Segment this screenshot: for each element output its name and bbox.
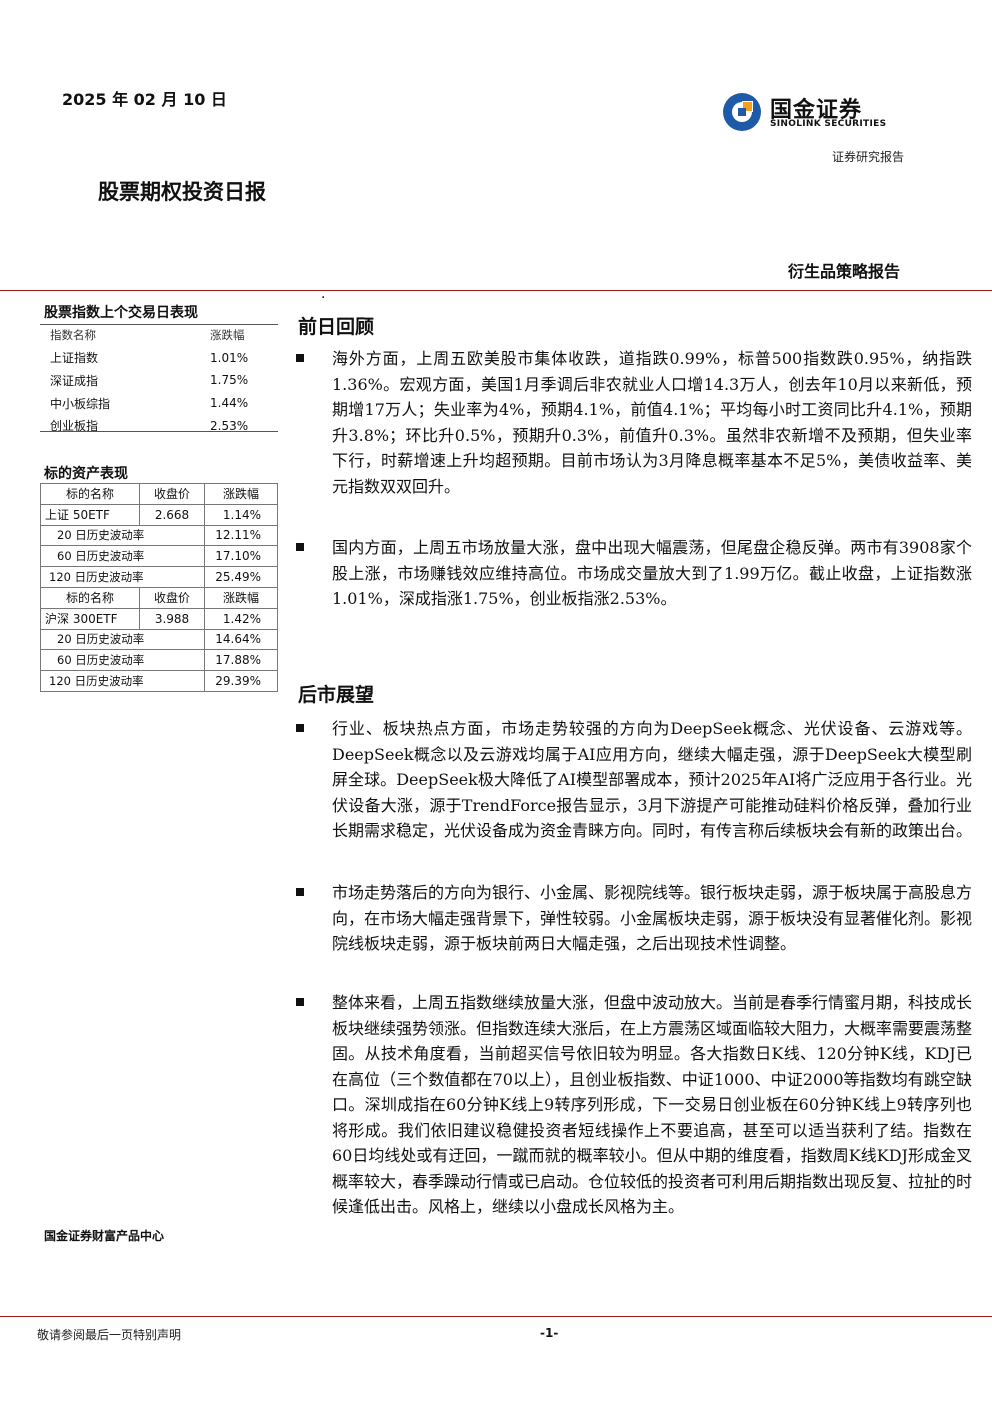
index-name: 上证指数 bbox=[50, 351, 99, 366]
table-row: 深证成指 1.75% bbox=[50, 369, 276, 392]
table-row: 120 日历史波动率 25.49% bbox=[40, 566, 278, 588]
product-center-label: 国金证券财富产品中心 bbox=[44, 1229, 165, 1243]
asset-close: 2.668 bbox=[139, 503, 205, 526]
table-row: 标的名称 收盘价 涨跌幅 bbox=[40, 586, 278, 609]
table-row: 上证指数 1.01% bbox=[50, 347, 276, 370]
vol-value: 17.10% bbox=[204, 545, 278, 568]
paragraph: 整体来看，上周五指数继续放量大涨，但盘中波动放大。当前是春季行情蜜月期，科技成长… bbox=[332, 993, 973, 1216]
vol-label: 60 日历史波动率 bbox=[40, 649, 205, 672]
table-row: 沪深 300ETF 3.988 1.42% bbox=[40, 607, 278, 630]
vol-label: 120 日历史波动率 bbox=[40, 566, 205, 588]
paragraph: 市场走势落后的方向为银行、小金属、影视院线等。银行板块走弱，源于板块属于高股息方… bbox=[332, 883, 973, 953]
table-row: 创业板指 2.53% bbox=[50, 414, 276, 437]
report-date: 2025 年 02 月 10 日 bbox=[62, 90, 227, 109]
asset-table-title: 标的资产表现 bbox=[44, 466, 128, 482]
bullet-square-icon bbox=[296, 888, 304, 896]
report-title: 股票期权投资日报 bbox=[98, 179, 266, 204]
bullet-square-icon bbox=[296, 543, 304, 551]
index-name: 创业板指 bbox=[50, 419, 99, 434]
list-item: 国内方面，上周五市场放量大涨，盘中出现大幅震荡，但尾盘企稳反弹。两市有3908家… bbox=[296, 535, 972, 612]
asset-header-close: 收盘价 bbox=[139, 483, 205, 505]
table-row: 标的名称 收盘价 涨跌幅 bbox=[40, 483, 278, 505]
table-row: 中小板综指 1.44% bbox=[50, 392, 276, 415]
vol-label: 20 日历史波动率 bbox=[40, 628, 205, 651]
table-row: 20 日历史波动率 14.64% bbox=[40, 628, 278, 651]
section-heading-outlook: 后市展望 bbox=[298, 684, 375, 706]
index-header-change: 涨跌幅 bbox=[210, 328, 245, 343]
paragraph: 海外方面，上周五欧美股市集体收跌，道指跌0.99%，标普500指数跌0.95%，… bbox=[332, 349, 972, 496]
index-name: 深证成指 bbox=[50, 373, 99, 388]
asset-name: 沪深 300ETF bbox=[40, 607, 140, 630]
index-header-name: 指数名称 bbox=[50, 328, 96, 343]
table-row: 20 日历史波动率 12.11% bbox=[40, 524, 278, 547]
table-row: 120 日历史波动率 29.39% bbox=[40, 670, 278, 692]
report-category: 衍生品策略报告 bbox=[788, 262, 901, 281]
company-logo: 国金证券 SINOLINK SECURITIES bbox=[722, 92, 912, 132]
asset-header-name: 标的名称 bbox=[40, 586, 140, 609]
vol-label: 120 日历史波动率 bbox=[40, 670, 205, 692]
index-change: 2.53% bbox=[210, 418, 249, 433]
asset-header-change: 涨跌幅 bbox=[204, 586, 278, 609]
asset-header-name: 标的名称 bbox=[40, 483, 140, 505]
table-row: 上证 50ETF 2.668 1.14% bbox=[40, 503, 278, 526]
sinolink-logo-icon bbox=[723, 93, 761, 131]
table-row: 60 日历史波动率 17.10% bbox=[40, 545, 278, 568]
vol-value: 29.39% bbox=[204, 670, 278, 692]
asset-table: 标的名称 收盘价 涨跌幅 上证 50ETF 2.668 1.14% 20 日历史… bbox=[40, 483, 278, 692]
logo-en-text: SINOLINK SECURITIES bbox=[770, 119, 887, 129]
index-table: 指数名称 涨跌幅 上证指数 1.01% 深证成指 1.75% 中小板综指 1.4… bbox=[50, 324, 276, 437]
footer-rule bbox=[0, 1316, 992, 1317]
index-change: 1.75% bbox=[210, 373, 249, 388]
index-change: 1.01% bbox=[210, 350, 249, 365]
table-row: 指数名称 涨跌幅 bbox=[50, 324, 276, 347]
asset-close: 3.988 bbox=[139, 607, 205, 630]
bullet-square-icon bbox=[296, 998, 304, 1006]
vol-label: 60 日历史波动率 bbox=[40, 545, 205, 568]
list-item: 市场走势落后的方向为银行、小金属、影视院线等。银行板块走弱，源于板块属于高股息方… bbox=[296, 880, 972, 957]
bullet-square-icon bbox=[296, 354, 304, 362]
page-number: -1- bbox=[540, 1326, 559, 1340]
index-name: 中小板综指 bbox=[50, 396, 111, 411]
vol-value: 14.64% bbox=[204, 628, 278, 651]
vol-value: 25.49% bbox=[204, 566, 278, 588]
vol-value: 12.11% bbox=[204, 524, 278, 547]
index-table-top-rule bbox=[40, 324, 278, 325]
logo-cn-text: 国金证券 bbox=[770, 98, 863, 123]
paragraph: 行业、板块热点方面，市场走势较强的方向为DeepSeek概念、光伏设备、云游戏等… bbox=[332, 719, 973, 840]
document-type: 证券研究报告 bbox=[832, 150, 905, 164]
marker-dot: · bbox=[321, 290, 326, 306]
index-table-bottom-rule bbox=[40, 431, 278, 432]
list-item: 行业、板块热点方面，市场走势较强的方向为DeepSeek概念、光伏设备、云游戏等… bbox=[296, 716, 972, 844]
vol-label: 20 日历史波动率 bbox=[40, 524, 205, 547]
asset-change: 1.14% bbox=[204, 503, 278, 526]
asset-header-close: 收盘价 bbox=[139, 586, 205, 609]
vol-value: 17.88% bbox=[204, 649, 278, 672]
bullet-square-icon bbox=[296, 724, 304, 732]
asset-name: 上证 50ETF bbox=[40, 503, 140, 526]
table-row: 60 日历史波动率 17.88% bbox=[40, 649, 278, 672]
paragraph: 国内方面，上周五市场放量大涨，盘中出现大幅震荡，但尾盘企稳反弹。两市有3908家… bbox=[332, 538, 972, 608]
list-item: 海外方面，上周五欧美股市集体收跌，道指跌0.99%，标普500指数跌0.95%，… bbox=[296, 346, 972, 499]
header-rule bbox=[0, 290, 992, 291]
asset-header-change: 涨跌幅 bbox=[204, 483, 278, 505]
disclaimer-note: 敬请参阅最后一页特别声明 bbox=[37, 1328, 182, 1342]
index-table-title: 股票指数上个交易日表现 bbox=[44, 305, 198, 321]
list-item: 整体来看，上周五指数继续放量大涨，但盘中波动放大。当前是春季行情蜜月期，科技成长… bbox=[296, 990, 972, 1220]
asset-change: 1.42% bbox=[204, 607, 278, 630]
section-heading-review: 前日回顾 bbox=[298, 316, 375, 338]
index-change: 1.44% bbox=[210, 396, 249, 411]
